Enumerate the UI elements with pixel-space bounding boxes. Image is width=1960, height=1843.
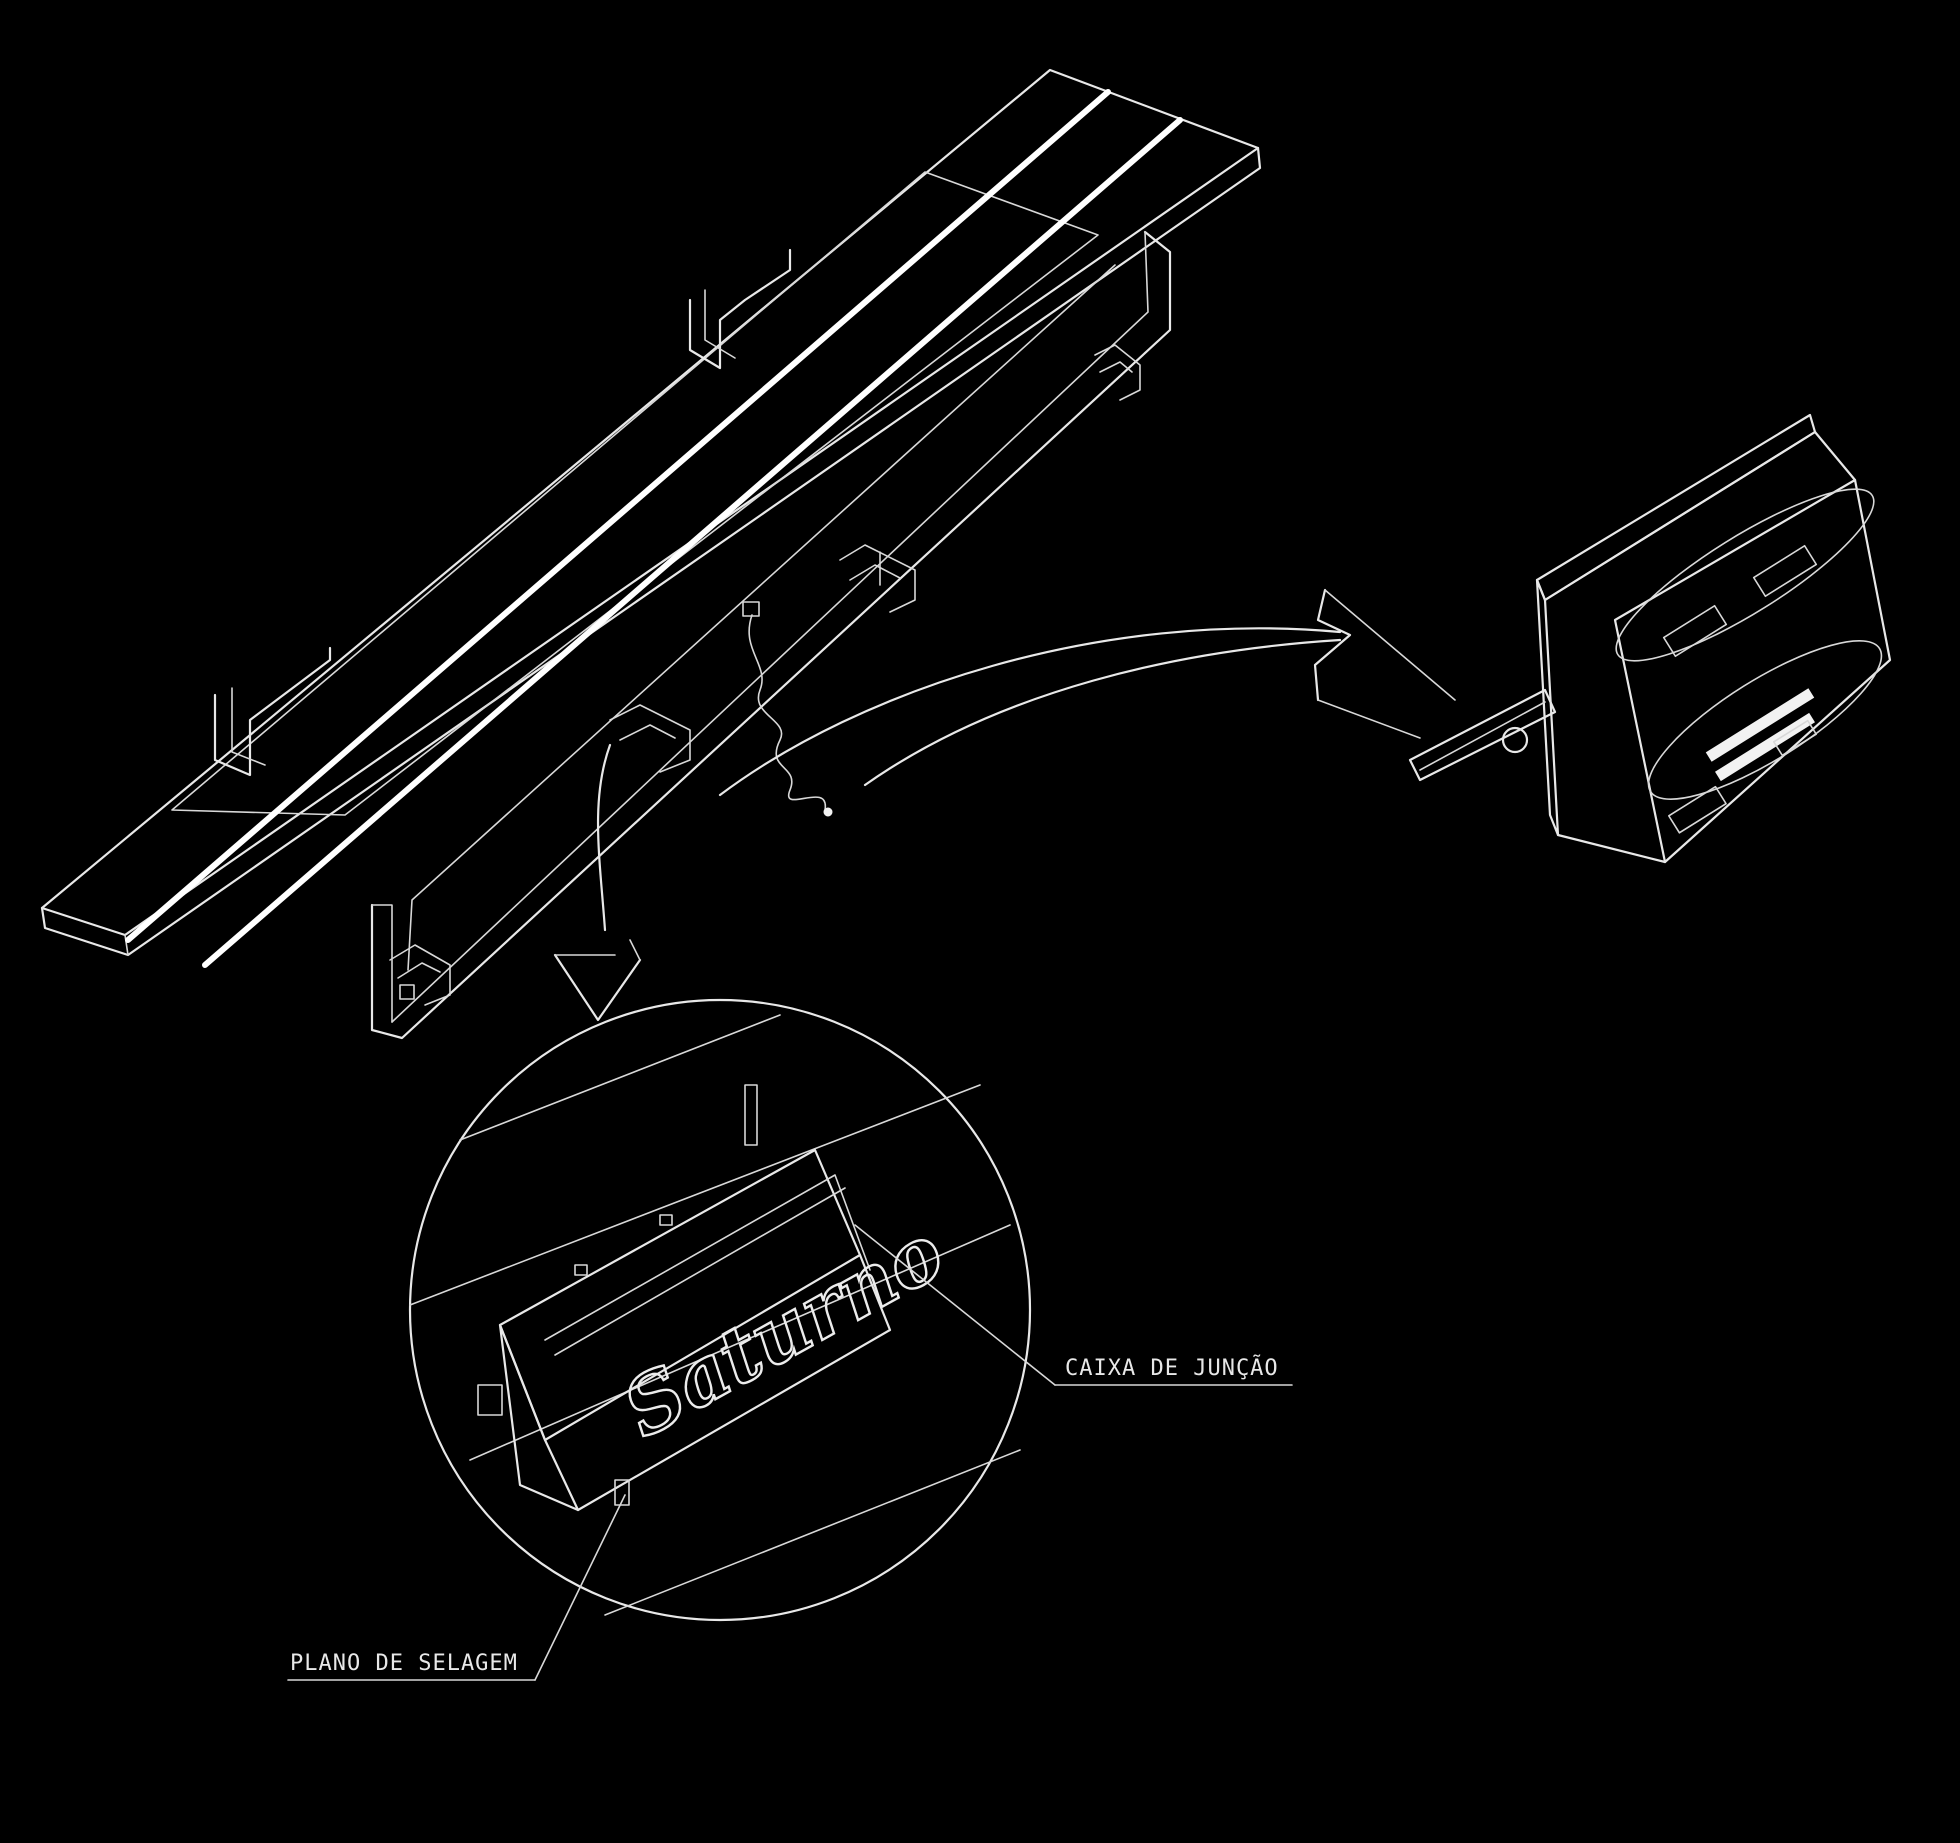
- detail-rail-line-3: [469, 1224, 1011, 1461]
- unit-top-edge: [1543, 430, 1857, 602]
- rail-groove-2: [202, 117, 1183, 968]
- callout-junction-leader: [854, 1224, 1056, 1386]
- junction-box-screw-1: [574, 1264, 588, 1276]
- unit-connector: [1408, 688, 1557, 782]
- detail-arrow-head-right: [629, 939, 641, 961]
- unit-top-face: [1535, 413, 1817, 602]
- unit-bottom-edge: [1556, 833, 1667, 864]
- arrow-lower-curve: [863, 638, 1342, 787]
- detail-arrow-shaft: [596, 743, 612, 932]
- callout-sealing-leader: [534, 1494, 626, 1681]
- mounting-tab-left: [213, 646, 332, 777]
- detail-arrow: [553, 743, 642, 1022]
- rail-channel-end: [371, 904, 393, 1023]
- detail-rail-line-1: [459, 1014, 781, 1141]
- junction-box-lid-inner: [554, 1187, 846, 1356]
- junction-box-tab-top: [744, 1084, 758, 1146]
- cable-end: [823, 807, 833, 817]
- display-readout-1: [1705, 688, 1815, 762]
- display-segment-1: [1662, 604, 1728, 658]
- detail-rail-line-4: [604, 1449, 1021, 1616]
- detail-arrow-head: [553, 953, 642, 1022]
- junction-box-label: CAIXA DE JUNÇÃO: [1065, 1354, 1279, 1381]
- detail-view: Saturno: [408, 998, 1032, 1622]
- junction-box-lid-edge: [544, 1174, 871, 1341]
- rail-edge-corner: [124, 934, 129, 956]
- display-readout-2: [1715, 712, 1815, 782]
- junction-box-tab-left: [477, 1384, 503, 1416]
- bracket-1: [1094, 344, 1141, 401]
- connection-arrow: [718, 588, 1456, 797]
- sealing-plane-label: PLANO DE SELAGEM: [290, 1651, 518, 1676]
- rail-inner-panel: [171, 171, 1099, 816]
- control-unit: [1408, 413, 1892, 864]
- arrow-head: [1313, 588, 1352, 702]
- callout-junction-box: CAIXA DE JUNÇÃO: [854, 1224, 1293, 1386]
- bracket-2: [839, 544, 916, 613]
- bracket-4: [389, 944, 451, 1006]
- detail-circle: [408, 998, 1032, 1622]
- connector-midline: [1419, 701, 1546, 771]
- rail-channel-inner: [391, 231, 1149, 1023]
- bracket-3: [609, 704, 691, 773]
- rail-junction-marker: [742, 601, 760, 617]
- connector-knob: [1501, 726, 1529, 754]
- sensor-cable: [748, 614, 826, 811]
- rail-beam: [40, 68, 1262, 1040]
- junction-box-screw-2: [659, 1214, 673, 1226]
- unit-side-face: [1535, 578, 1560, 837]
- mounting-tab-left-inner: [231, 687, 266, 766]
- rail-top-plate-edge: [40, 146, 1262, 957]
- mounting-tab-right: [688, 248, 792, 370]
- detail-rail-line-2: [409, 1084, 981, 1306]
- unit-button-right: [1772, 719, 1818, 757]
- rail-top-plate: [40, 68, 1260, 937]
- display-segment-2: [1752, 544, 1818, 598]
- unit-button-left: [1668, 785, 1727, 834]
- mounting-tab-right-inner: [704, 289, 736, 359]
- rail-channel-body: [370, 230, 1172, 1040]
- junction-box-tab-bottom: [614, 1479, 630, 1506]
- callout-sealing-plane: PLANO DE SELAGEM: [287, 1494, 626, 1681]
- display-window-lower: [1647, 640, 1883, 800]
- unit-front-panel: [1613, 478, 1892, 864]
- rail-channel-opening: [407, 264, 1116, 971]
- brand-logo: Saturno: [609, 1207, 959, 1456]
- arrow-head-lower-edge: [1317, 699, 1421, 739]
- display-window-upper: [1615, 488, 1875, 662]
- junction-box-bottom: [576, 1253, 892, 1512]
- rail-groove-1: [125, 89, 1111, 943]
- arrow-head-upper-edge: [1324, 589, 1456, 701]
- arrow-upper-curve: [718, 627, 1342, 797]
